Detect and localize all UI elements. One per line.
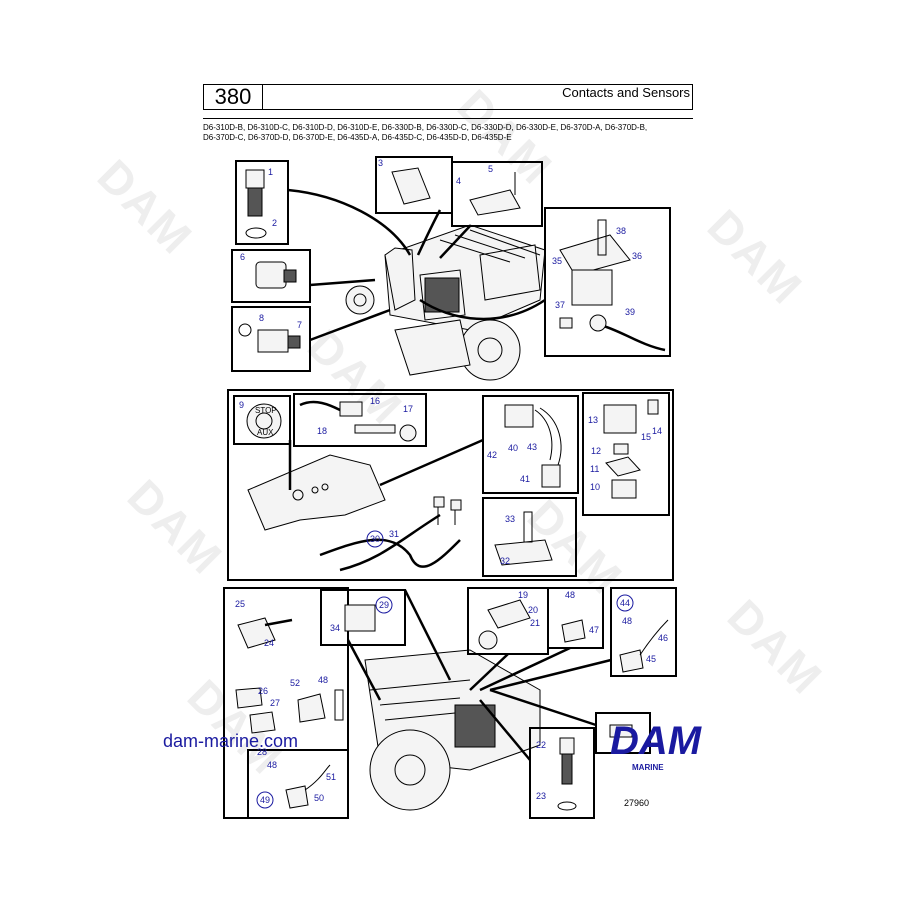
stop-label: STOP xyxy=(255,406,277,415)
leader-lines-upper xyxy=(287,188,546,342)
detail-bracket-35-39 xyxy=(544,207,671,357)
callout-8: 8 xyxy=(259,313,264,323)
callout-44: 44 xyxy=(620,598,630,608)
detail-sensor-3 xyxy=(375,156,453,214)
callout-45: 45 xyxy=(646,654,656,664)
model-list: D6-310D-B, D6-310D-C, D6-310D-D, D6-310D… xyxy=(203,118,693,144)
lower-section xyxy=(223,587,677,819)
callout-2: 2 xyxy=(272,218,277,228)
callout-21: 21 xyxy=(530,618,540,628)
callout-36: 36 xyxy=(632,251,642,261)
callout-12: 12 xyxy=(591,446,601,456)
callout-26: 26 xyxy=(258,686,268,696)
callout-48: 48 xyxy=(565,590,575,600)
figure-number: 27960 xyxy=(624,798,650,808)
logo-subtext: MARINE xyxy=(632,763,664,772)
page-title: Contacts and Sensors xyxy=(562,85,690,100)
callout-48c: 48 xyxy=(318,675,328,685)
callout-47: 47 xyxy=(589,625,599,635)
callout-25: 25 xyxy=(235,599,245,609)
callout-23: 23 xyxy=(536,791,546,801)
callout-17: 17 xyxy=(403,404,413,414)
callout-14: 14 xyxy=(652,426,662,436)
callout-9: 9 xyxy=(239,400,244,410)
callout-27: 27 xyxy=(270,698,280,708)
callout-19: 19 xyxy=(518,590,528,600)
callout-10: 10 xyxy=(590,482,600,492)
callout-24: 24 xyxy=(264,638,274,648)
callout-22: 22 xyxy=(536,740,546,750)
detail-sensor-6 xyxy=(231,249,311,303)
detail-sensor-7-8 xyxy=(231,306,311,372)
callout-4: 4 xyxy=(456,176,461,186)
callout-28: 28 xyxy=(257,747,267,757)
callout-1: 1 xyxy=(268,167,273,177)
callout-37: 37 xyxy=(555,300,565,310)
callout-13: 13 xyxy=(588,415,598,425)
model-list-line-1: D6-310D-B, D6-310D-C, D6-310D-D, D6-310D… xyxy=(203,123,648,132)
callout-51: 51 xyxy=(326,772,336,782)
detail-sensor-4-5 xyxy=(451,161,543,227)
middle-section xyxy=(227,389,674,581)
logo-text: DAM xyxy=(610,720,703,763)
callout-38: 38 xyxy=(616,226,626,236)
callout-7: 7 xyxy=(297,320,302,330)
callout-41: 41 xyxy=(520,474,530,484)
callout-46: 46 xyxy=(658,633,668,643)
page-header: 380 Contacts and Sensors xyxy=(203,84,693,110)
aux-label: AUX xyxy=(257,428,274,437)
callout-20: 20 xyxy=(528,605,538,615)
callout-40: 40 xyxy=(508,443,518,453)
callout-49: 49 xyxy=(260,795,270,805)
callout-43: 43 xyxy=(527,442,537,452)
callout-42: 42 xyxy=(487,450,497,460)
callout-3: 3 xyxy=(378,158,383,168)
callout-52: 52 xyxy=(290,678,300,688)
upper-engine xyxy=(345,224,546,381)
dam-marine-logo: DAM MARINE xyxy=(602,719,742,777)
callout-33: 33 xyxy=(505,514,515,524)
callout-labels: 1 2 3 4 5 6 7 8 9 10 11 12 13 14 15 16 1… xyxy=(235,158,668,809)
model-list-line-2: D6-370D-C, D6-370D-D, D6-370D-E, D6-435D… xyxy=(203,133,512,142)
callout-5: 5 xyxy=(488,164,493,174)
callout-34: 34 xyxy=(330,623,340,633)
callout-48d: 48 xyxy=(267,760,277,770)
website-link[interactable]: dam-marine.com xyxy=(163,731,299,751)
callout-48b: 48 xyxy=(622,616,632,626)
callout-6: 6 xyxy=(240,252,245,262)
callout-32: 32 xyxy=(500,556,510,566)
callout-18: 18 xyxy=(317,426,327,436)
callout-35: 35 xyxy=(552,256,562,266)
callout-29: 29 xyxy=(379,600,389,610)
callout-30: 30 xyxy=(370,534,380,544)
callout-16: 16 xyxy=(370,396,380,406)
callout-11: 11 xyxy=(590,464,599,474)
callout-31: 31 xyxy=(389,529,399,539)
callout-50: 50 xyxy=(314,793,324,803)
callout-15: 15 xyxy=(641,432,651,442)
detail-sensor-1-2 xyxy=(235,160,289,245)
callout-39: 39 xyxy=(625,307,635,317)
page-number: 380 xyxy=(204,85,263,109)
